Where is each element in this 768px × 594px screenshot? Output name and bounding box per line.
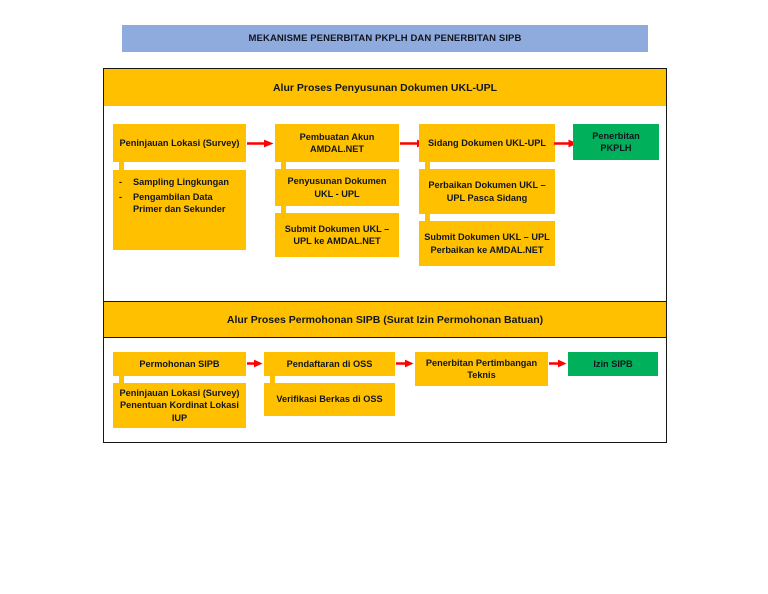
sipb-column-4: Izin SIPB	[568, 352, 658, 376]
node-survey-details[interactable]: - Sampling Lingkungan - Pengambilan Data…	[113, 170, 246, 250]
connector-tab	[281, 162, 286, 169]
connector-tab	[281, 206, 286, 213]
flow-area-sipb: Permohonan SIPB Peninjauan Lokasi (Surve…	[104, 338, 666, 442]
connector-tab	[119, 162, 124, 170]
node-pendaftaran-oss[interactable]: Pendaftaran di OSS	[264, 352, 395, 376]
node-izin-sipb[interactable]: Izin SIPB	[568, 352, 658, 376]
node-peninjauan-lokasi-iup[interactable]: Peninjauan Lokasi (Survey) Penentuan Kor…	[113, 383, 246, 428]
arrow-right-3	[554, 139, 578, 148]
node-label: Submit Dokumen UKL – UPL ke AMDAL.NET	[284, 223, 390, 246]
bullet-text: Pengambilan Data Primer dan Sekunder	[133, 191, 226, 215]
flow-column-1: Peninjauan Lokasi (Survey) - Sampling Li…	[113, 124, 246, 250]
bullet-text: Sampling Lingkungan	[133, 177, 229, 187]
page-title: MEKANISME PENERBITAN PKPLH DAN PENERBITA…	[248, 33, 522, 44]
node-penerbitan-pkplh[interactable]: Penerbitan PKPLH	[573, 124, 659, 160]
node-label: Peninjauan Lokasi (Survey)	[119, 137, 240, 148]
section-header-sipb: Alur Proses Permohonan SIPB (Surat Izin …	[104, 301, 666, 338]
list-item: - Pengambilan Data Primer dan Sekunder	[119, 191, 242, 216]
node-label: Perbaikan Dokumen UKL – UPL Pasca Sidang	[428, 180, 546, 203]
flow-area-ukl-upl: Peninjauan Lokasi (Survey) - Sampling Li…	[104, 106, 666, 301]
node-sidang-dokumen[interactable]: Sidang Dokumen UKL-UPL	[419, 124, 555, 162]
node-submit-dokumen[interactable]: Submit Dokumen UKL – UPL ke AMDAL.NET	[275, 213, 399, 257]
flow-column-2: Pembuatan Akun AMDAL.NET Penyusunan Doku…	[275, 124, 399, 257]
list-item: - Sampling Lingkungan	[119, 176, 242, 189]
node-label: Pembuatan Akun AMDAL.NET	[299, 131, 375, 154]
node-penyusunan-dokumen[interactable]: Penyusunan Dokumen UKL - UPL	[275, 169, 399, 206]
node-peninjauan-lokasi[interactable]: Peninjauan Lokasi (Survey)	[113, 124, 246, 162]
sipb-column-2: Pendaftaran di OSS Verifikasi Berkas di …	[264, 352, 395, 416]
node-label: Pendaftaran di OSS	[286, 358, 373, 369]
arrow-right-1	[247, 139, 274, 148]
node-verifikasi-berkas[interactable]: Verifikasi Berkas di OSS	[264, 383, 395, 416]
sipb-column-3: Penerbitan Pertimbangan Teknis	[415, 352, 548, 386]
section-title: Alur Proses Permohonan SIPB (Surat Izin …	[226, 313, 544, 326]
node-label: Sidang Dokumen UKL-UPL	[428, 137, 546, 148]
bullet-list: - Sampling Lingkungan - Pengambilan Data…	[119, 176, 242, 216]
connector-tab	[270, 376, 275, 383]
node-perbaikan-dokumen[interactable]: Perbaikan Dokumen UKL – UPL Pasca Sidang	[419, 169, 555, 214]
flowchart-frame: Alur Proses Penyusunan Dokumen UKL-UPL P…	[103, 68, 667, 443]
node-permohonan-sipb[interactable]: Permohonan SIPB	[113, 352, 246, 376]
node-label: Peninjauan Lokasi (Survey) Penentuan Kor…	[119, 388, 240, 423]
node-label: Penerbitan PKPLH	[592, 130, 640, 153]
bullet-dash: -	[119, 191, 123, 202]
arrow-right-4	[247, 359, 263, 368]
bullet-dash: -	[119, 177, 123, 187]
flow-column-3: Sidang Dokumen UKL-UPL Perbaikan Dokumen…	[419, 124, 555, 266]
node-submit-perbaikan[interactable]: Submit Dokumen UKL – UPL Perbaikan ke AM…	[419, 221, 555, 266]
connector-tab	[425, 214, 430, 221]
flow-column-4: Penerbitan PKPLH	[573, 124, 659, 160]
node-label: Penerbitan Pertimbangan Teknis	[425, 357, 538, 380]
diagram-title-banner: MEKANISME PENERBITAN PKPLH DAN PENERBITA…	[122, 25, 648, 52]
node-label: Penyusunan Dokumen UKL - UPL	[287, 176, 387, 199]
node-label: Submit Dokumen UKL – UPL Perbaikan ke AM…	[424, 232, 550, 255]
arrow-right-6	[549, 359, 567, 368]
section-header-ukl-upl: Alur Proses Penyusunan Dokumen UKL-UPL	[104, 69, 666, 106]
node-pertimbangan-teknis[interactable]: Penerbitan Pertimbangan Teknis	[415, 352, 548, 386]
section-title: Alur Proses Penyusunan Dokumen UKL-UPL	[272, 81, 498, 94]
node-pembuatan-akun[interactable]: Pembuatan Akun AMDAL.NET	[275, 124, 399, 162]
connector-tab	[119, 376, 124, 383]
node-label: Permohonan SIPB	[139, 358, 220, 369]
node-label: Verifikasi Berkas di OSS	[276, 394, 383, 405]
arrow-right-5	[396, 359, 414, 368]
connector-tab	[425, 162, 430, 169]
sipb-column-1: Permohonan SIPB Peninjauan Lokasi (Surve…	[113, 352, 246, 428]
node-label: Izin SIPB	[593, 358, 633, 369]
